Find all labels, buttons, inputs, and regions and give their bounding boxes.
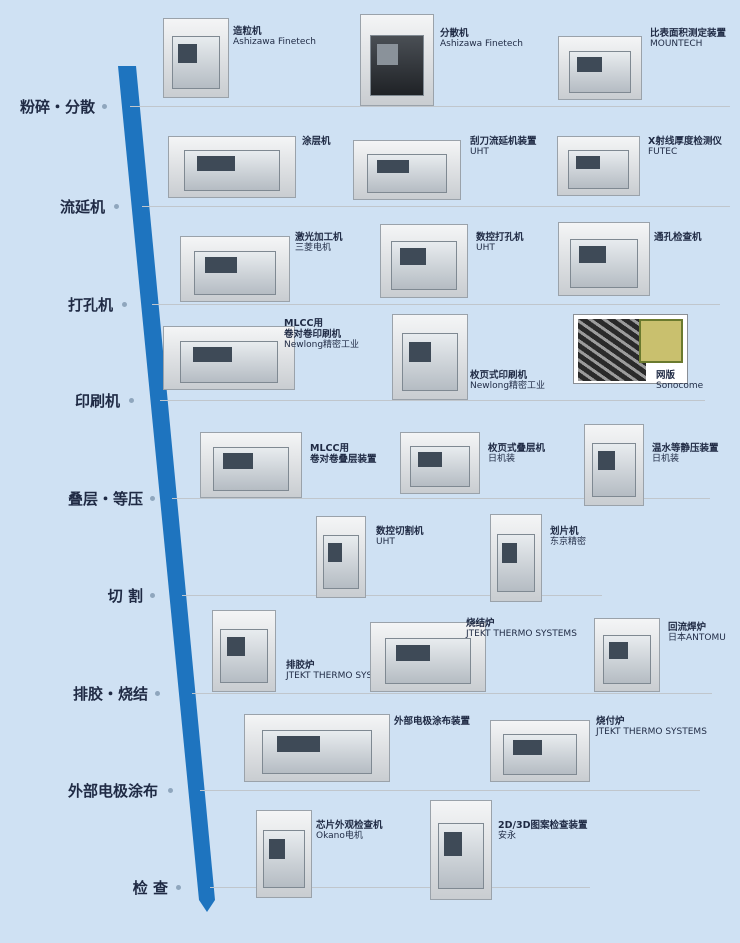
stage-dot [150, 593, 155, 598]
machine-label: 划片机东京精密 [550, 526, 587, 547]
stage-rule [200, 790, 700, 791]
sintering-furnace-photo [370, 622, 486, 692]
stage-binder-burnout-sintering: 排胶・烧结 [72, 685, 148, 703]
disperser-photo [360, 14, 434, 106]
machine-label: 激光加工机三菱电机 [295, 232, 343, 253]
dicing-machine-photo [490, 514, 542, 602]
nc-punching-machine-photo [380, 224, 468, 298]
reflow-oven-photo [594, 618, 660, 692]
stage-rule [142, 206, 730, 207]
stage-rule [172, 498, 710, 499]
doctor-blade-caster-photo [353, 140, 461, 200]
stage-cutting: 切 割 [107, 587, 143, 605]
stage-dot [102, 104, 107, 109]
stage-punching: 打孔机 [67, 296, 113, 314]
granulator-photo [163, 18, 229, 98]
machine-label: 通孔检查机 [654, 232, 702, 243]
stage-tape-casting: 流延机 [59, 198, 105, 216]
roll-to-roll-printer-photo [163, 326, 295, 390]
via-inspection-machine-photo [558, 222, 650, 296]
stage-dot [114, 204, 119, 209]
sheet-laminator-photo [400, 432, 480, 494]
machine-label: 外部电极涂布装置 [394, 716, 471, 727]
machine-label: 枚页式叠层机日机装 [488, 443, 546, 464]
stage-dot [155, 691, 160, 696]
machine-label: 2D/3D图案检查装置安永 [498, 820, 588, 841]
stage-dot [150, 496, 155, 501]
sheet-printer-photo [392, 314, 468, 400]
stage-rule [192, 693, 712, 694]
roll-to-roll-laminator-photo [200, 432, 302, 498]
coater-photo [168, 136, 296, 198]
binder-burnout-furnace-photo [212, 610, 276, 692]
nc-cutting-machine-photo [316, 516, 366, 598]
laser-processing-machine-photo [180, 236, 290, 302]
stage-external-electrode: 外部电极涂布 [67, 782, 158, 800]
machine-label: 回流焊炉日本ANTOMU [668, 622, 726, 643]
machine-label: 涂层机 [302, 136, 331, 147]
xray-thickness-gauge-photo [557, 136, 640, 196]
stage-rule [130, 106, 730, 107]
stage-dot [129, 398, 134, 403]
machine-label: 温水等静压装置日机装 [652, 443, 719, 464]
warm-isostatic-press-photo [584, 424, 644, 506]
pattern-inspector-photo [430, 800, 492, 900]
stage-pulverize-disperse: 粉碎・分散 [19, 98, 95, 116]
stage-dot [176, 885, 181, 890]
machine-label: MLCC用卷对卷叠层装置 [310, 443, 377, 465]
stage-rule [210, 887, 590, 888]
stage-dot [168, 788, 173, 793]
surface-area-analyzer-photo [558, 36, 642, 100]
stage-rule [152, 304, 720, 305]
firing-furnace-photo [490, 720, 590, 782]
stage-printing: 印刷机 [74, 392, 120, 410]
chip-appearance-inspector-photo [256, 810, 312, 898]
stage-inspection: 检 查 [132, 879, 168, 897]
stage-rule [182, 595, 602, 596]
stage-rule [160, 400, 705, 401]
stage-lamination: 叠层・等压 [67, 490, 143, 508]
screen-mesh-photo [573, 314, 688, 384]
stage-dot [122, 302, 127, 307]
external-electrode-coater-photo [244, 714, 390, 782]
